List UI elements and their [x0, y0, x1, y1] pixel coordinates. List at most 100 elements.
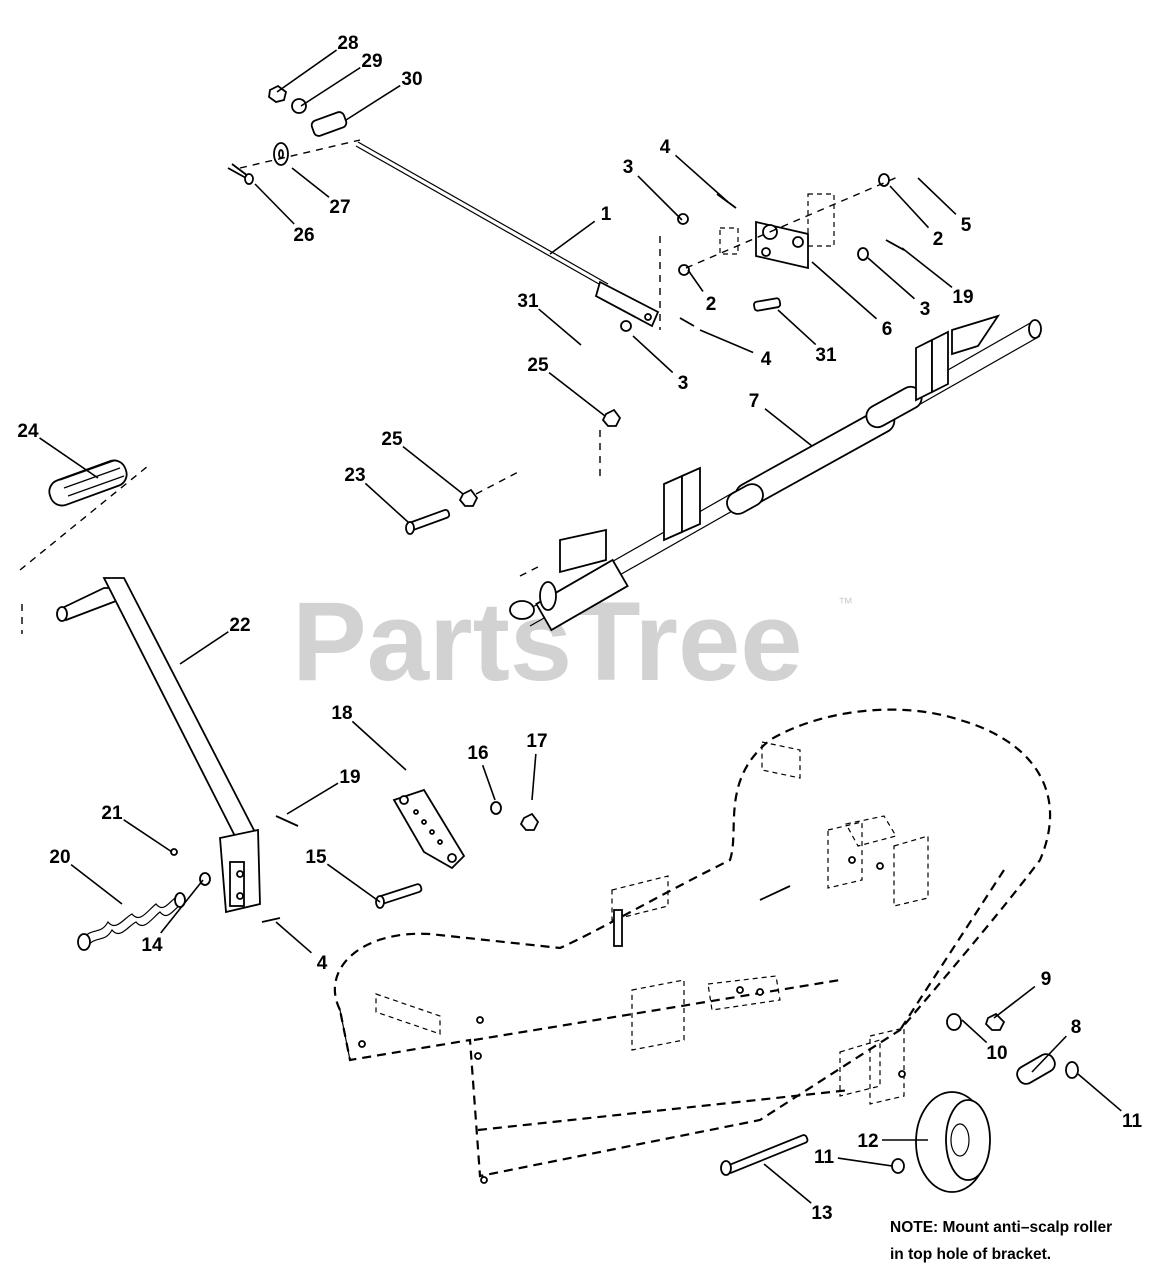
callout-leader	[481, 764, 496, 801]
callout-leader	[345, 84, 401, 121]
callout-leader	[548, 371, 606, 417]
mower-deck	[333, 708, 1052, 1184]
shaft-hardware	[405, 408, 622, 535]
callout-leader	[637, 175, 683, 221]
lift-bracket-assembly	[620, 173, 905, 332]
callout-number: 3	[678, 373, 689, 394]
callout-leader	[538, 308, 582, 346]
callout-number: 24	[17, 421, 39, 442]
spacer-tube	[310, 111, 348, 137]
callout-number: 31	[815, 345, 837, 366]
callout-leader	[39, 437, 99, 479]
callout-number: 14	[141, 935, 163, 956]
callout-leader	[917, 177, 957, 215]
shaft-plate	[915, 338, 933, 402]
roller-nut	[984, 1012, 1006, 1031]
callout-leader	[1077, 1073, 1122, 1112]
callout-number: 17	[526, 731, 547, 752]
callout-leader	[300, 66, 361, 107]
clevis-pin	[753, 297, 782, 312]
callout-leader	[254, 183, 295, 225]
callout-number: 27	[329, 197, 350, 218]
note-line-2: in top hole of bracket.	[890, 1246, 1052, 1263]
callout-leader	[867, 257, 916, 300]
callout-leader	[632, 335, 674, 374]
callout-number: 9	[1041, 969, 1052, 990]
callout-leader	[811, 261, 878, 320]
lift-handle	[56, 577, 261, 914]
callout-number: 19	[952, 287, 973, 308]
rod-clevis	[594, 280, 660, 328]
callout-number: 26	[293, 225, 314, 246]
callout-leader	[326, 863, 381, 903]
callout-number: 20	[49, 847, 70, 868]
callout-number: 21	[101, 803, 123, 824]
callout-number: 25	[527, 355, 549, 376]
callout-leader	[901, 247, 953, 288]
callout-leader	[286, 782, 339, 815]
callout-number: 3	[623, 157, 634, 178]
callout-number: 22	[229, 615, 250, 636]
height-plate	[375, 788, 540, 909]
callout-number: 30	[401, 69, 422, 90]
callout-number: 3	[920, 299, 931, 320]
callout-leader	[70, 863, 123, 905]
callout-number: 5	[961, 215, 972, 236]
callout-number: 2	[706, 294, 717, 315]
note-line-1: NOTE: Mount anti–scalp roller	[890, 1219, 1113, 1236]
callout-leader	[531, 753, 537, 801]
callout-leader	[687, 269, 704, 292]
anti-scalp-roller	[720, 1012, 1079, 1193]
lift-rod	[355, 141, 660, 328]
callout-leader	[160, 879, 204, 934]
callout-number: 15	[305, 847, 327, 868]
handle-grip	[19, 459, 149, 634]
callout-leader	[764, 408, 813, 447]
callout-leader	[291, 167, 330, 198]
callout-leader	[549, 220, 596, 255]
note-block: NOTE: Mount anti–scalp roller in top hol…	[890, 1214, 1158, 1268]
callout-number: 4	[761, 349, 772, 370]
callout-number: 29	[361, 51, 382, 72]
callout-number: 28	[337, 33, 358, 54]
callout-leader	[402, 446, 464, 495]
callout-leader	[179, 631, 229, 665]
callout-leader	[699, 329, 754, 354]
roller-bolt	[725, 1134, 809, 1174]
lock-nut	[268, 84, 288, 103]
height-indicator-plate	[392, 788, 466, 870]
callout-leader	[674, 154, 729, 203]
callout-leader	[777, 309, 817, 346]
spring-assembly	[77, 815, 299, 951]
shaft-bracket	[535, 558, 629, 632]
callout-number: 23	[344, 465, 365, 486]
callout-leader	[275, 921, 312, 954]
callout-number: 4	[317, 953, 328, 974]
roller-spacer	[1016, 1053, 1056, 1085]
callout-leader	[763, 1163, 812, 1204]
callout-number: 10	[986, 1043, 1007, 1064]
lift-shaft	[509, 314, 1042, 632]
callout-number: 19	[339, 767, 360, 788]
callout-number: 11	[814, 1147, 835, 1168]
callout-number: 16	[467, 743, 488, 764]
callout-leader	[1031, 1035, 1067, 1073]
rod-hardware-top	[227, 84, 361, 185]
watermark-trademark: ™	[838, 595, 853, 612]
callout-number: 11	[1122, 1111, 1143, 1132]
callout-leader	[837, 1157, 893, 1167]
callout-number: 2	[933, 229, 944, 250]
callout-leader	[993, 985, 1036, 1019]
callout-number: 25	[381, 429, 403, 450]
cotter-pin	[227, 163, 249, 179]
nut	[601, 408, 622, 427]
callout-number: 6	[882, 319, 893, 340]
callout-number: 13	[811, 1203, 832, 1224]
callout-leader	[123, 819, 173, 853]
callout-number: 7	[749, 391, 760, 412]
callout-leader	[889, 185, 930, 229]
callout-leader	[276, 49, 338, 93]
